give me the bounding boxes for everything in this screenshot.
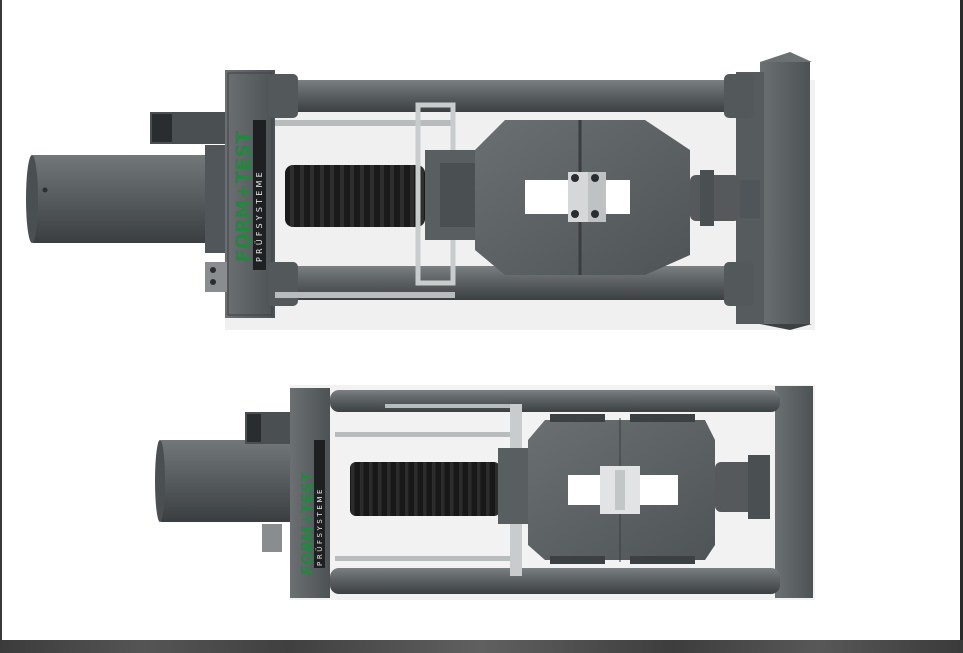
brand-logo-bottom: FORM+TEST <box>298 471 316 575</box>
brand-subtitle-bottom: PRÜFSYSTEME <box>315 487 324 566</box>
brand-logo-top: FORM+TEST <box>232 131 254 262</box>
right-border <box>960 0 963 640</box>
bottom-decorative-strip <box>0 640 963 653</box>
brand-subtitle-top: PRÜFSYSTEME <box>254 169 264 262</box>
left-border <box>0 0 2 640</box>
bottom-machine: FORM+TEST PRÜFSYSTEME <box>155 385 815 600</box>
top-machine: FORM+TEST PRÜFSYSTEME <box>26 52 815 330</box>
